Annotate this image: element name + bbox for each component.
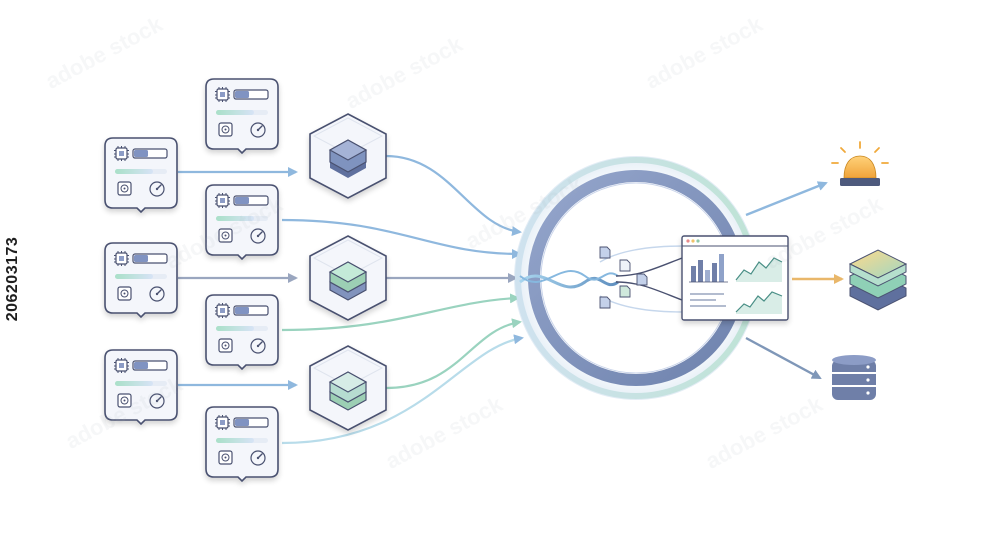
layer-stack-icon <box>328 371 368 411</box>
processing-hub-2 <box>309 235 387 321</box>
dashboard-area-chart <box>735 291 783 314</box>
device-to-hub-arrows <box>178 167 298 390</box>
data-stream-icon <box>519 274 619 289</box>
stock-id-text: 206203173 <box>4 236 21 322</box>
dashboard-line-chart <box>735 257 783 282</box>
device-node-f <box>205 406 279 482</box>
device-node-1 <box>104 137 178 213</box>
arrow-hub-1-to-ring <box>385 154 522 236</box>
database-icon <box>832 355 876 400</box>
device-node-3 <box>104 349 178 425</box>
ingest-arrows <box>281 154 524 445</box>
arrow-device-f-to-ring <box>281 334 524 445</box>
arrow-device-b-to-ring <box>281 218 522 259</box>
device-node-d <box>205 294 279 370</box>
device-node-a <box>205 78 279 154</box>
storage-stack-icon <box>848 249 908 311</box>
dashboard-window-icon <box>681 235 789 321</box>
alarm-light-icon <box>831 141 889 186</box>
arrow-device-d-to-ring <box>281 293 520 332</box>
layer-stack-icon <box>328 139 368 178</box>
device-node-2 <box>104 242 178 318</box>
dashboard-text-lines <box>690 293 726 307</box>
processing-hub-3 <box>309 345 387 431</box>
arrow-to-database <box>745 336 822 380</box>
dashboard-bar-chart <box>689 254 728 283</box>
document-icon <box>599 246 648 309</box>
layer-stack-icon <box>328 261 368 301</box>
arrow-hub-3-to-ring <box>385 318 522 390</box>
output-arrows <box>745 181 844 380</box>
device-node-b <box>205 184 279 260</box>
arrow-to-alarm <box>745 181 828 217</box>
processing-hub-1 <box>309 113 387 199</box>
